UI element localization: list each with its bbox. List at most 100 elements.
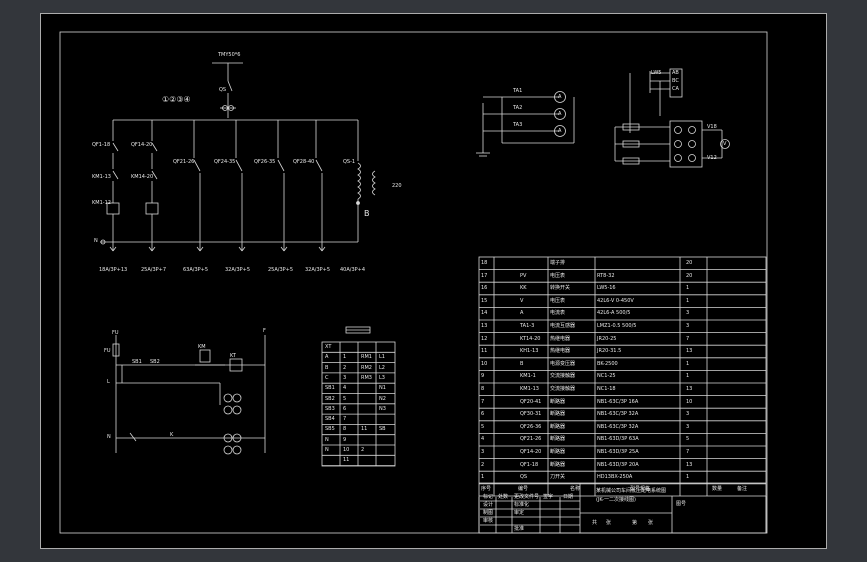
bom-cell-qty: 7	[686, 449, 690, 455]
terminal-cell: SB4	[325, 416, 335, 423]
bom-cell-model: JR20-25	[597, 335, 617, 342]
bom-cell-qty: 1	[686, 297, 690, 304]
tb-footer-4: 张	[648, 520, 654, 526]
bom-cell-model: 42L6-V 0-450V	[597, 297, 634, 304]
branch1-breaker: QF1-18	[92, 142, 111, 148]
bom-cell-qty: 3	[686, 423, 690, 430]
bom-cell-model: RT8-32	[597, 272, 615, 279]
outer-frame	[40, 13, 827, 549]
vm-sw-bc: BC	[672, 78, 679, 84]
bom-cell-model: JR20-31.5	[597, 348, 622, 355]
vm-source: LW5	[651, 70, 662, 76]
terminal-cell: RM3	[361, 374, 372, 381]
terminal-cell: 3	[343, 374, 347, 381]
bom-cell-model: HD13BX-250A	[597, 474, 633, 481]
bom-cell-name: 断路器	[550, 398, 566, 405]
terminal-cell: 10	[343, 447, 350, 453]
bom-header-no: 序号	[481, 486, 492, 492]
bom-cell-model: BK-2500	[597, 360, 618, 367]
bom-cell-qty: 5	[686, 436, 690, 443]
branch1-relay: KM1-13	[92, 174, 111, 180]
bom-cell-no: 8	[481, 386, 485, 392]
bom-cell-no: 7	[481, 398, 485, 405]
vm-meter: V	[723, 141, 727, 147]
bom-cell-name: 刀开关	[550, 474, 566, 481]
bom-cell-model: LMZ1-0.5 500/5	[597, 323, 637, 329]
bom-cell-code: QF14-20	[520, 449, 542, 455]
terminal-cell: 8	[343, 426, 347, 433]
control-sb2: SB2	[150, 359, 160, 365]
bom-cell-name: 电流互感器	[550, 323, 576, 329]
vm-sw-ab: AB	[672, 70, 679, 76]
control-top-f: F	[263, 328, 266, 334]
bom-cell-name: 断路器	[550, 436, 566, 443]
bom-cell-code: QF21-26	[520, 436, 542, 443]
vm-label-2: V12	[707, 155, 717, 161]
branch3-breaker: QF21-26	[173, 159, 195, 165]
terminal-cell: 2	[361, 447, 365, 453]
bom-cell-name: 电压表	[550, 272, 566, 279]
control-fu: FU	[104, 348, 111, 354]
terminal-cell: N2	[379, 395, 386, 402]
ammeter-a3: A	[558, 128, 562, 134]
terminal-cell: B	[325, 364, 329, 371]
tb-row-2: 制图	[483, 510, 494, 516]
bom-cell-name: 断路器	[550, 411, 566, 418]
bom-cell-no: 18	[481, 260, 488, 266]
tb-footer-2: 张	[606, 520, 612, 526]
tb-row-3: 审核	[483, 518, 494, 524]
tb-col2-1: 标准化	[514, 502, 530, 508]
tb-label-2: 处数	[498, 494, 509, 500]
branch4-output: 32A/3P+5	[225, 267, 251, 273]
bom-cell-no: 6	[481, 411, 485, 418]
bom-cell-model: NB1-63D/3P 20A	[597, 461, 639, 468]
bom-cell-qty: 3	[686, 310, 690, 317]
bom-cell-code: QF30-31	[520, 411, 542, 418]
bom-cell-model: NB1-63C/3P 32A	[597, 411, 639, 418]
bom-cell-name: 电源变压器	[550, 360, 576, 367]
bom-cell-no: 16	[481, 285, 488, 292]
terminal-cell: 11	[343, 457, 350, 464]
sheet-number: 图号	[676, 501, 687, 507]
tb-col2-3: 批准	[514, 526, 525, 532]
drawing-subtitle: (JK-一二次接线图)	[596, 497, 636, 503]
branch1-output: 18A/3P+13	[99, 267, 128, 273]
schematic	[40, 13, 827, 549]
bom-cell-name: 断路器	[550, 449, 566, 455]
bom-cell-no: 17	[481, 272, 488, 279]
bom-cell-name: 断路器	[550, 461, 566, 468]
bom-cell-qty: 20	[686, 260, 693, 266]
circle-markers: ①②③④	[162, 95, 191, 104]
ammeter-a1: A	[558, 94, 562, 100]
terminal-cell: N3	[379, 405, 386, 412]
titleblock-frame	[478, 483, 767, 533]
bom-cell-no: 14	[481, 310, 488, 317]
tb-row-1: 设计	[483, 502, 494, 508]
branch5-breaker: QF26-35	[254, 159, 276, 165]
tb-label-3: 更改文件号	[514, 494, 540, 500]
terminal-cell: SB1	[325, 385, 335, 392]
bom-cell-model: NB1-63D/3P 63A	[597, 436, 639, 443]
bom-cell-no: 4	[481, 436, 485, 443]
bom-cell-no: 10	[481, 360, 488, 367]
branch5-output: 25A/3P+5	[268, 267, 294, 273]
branch6-output: 32A/3P+5	[305, 267, 331, 273]
bom-cell-qty: 20	[686, 272, 693, 279]
bom-cell-qty: 7	[686, 335, 690, 342]
terminal-cell: L2	[379, 364, 385, 371]
bom-cell-no: 15	[481, 297, 488, 304]
ta1-label: TA1	[513, 88, 523, 94]
busbar-label: TMY50*6	[218, 52, 241, 58]
bom-cell-qty: 13	[686, 386, 693, 392]
control-circuit	[112, 335, 266, 455]
bom-cell-code: KM1-1	[520, 373, 536, 380]
tb-label-4: 签字	[543, 494, 554, 500]
bom-row-lines	[479, 269, 766, 485]
bom-cell-code: PV	[520, 272, 527, 279]
transformer-label: B	[364, 209, 370, 218]
transformer-input: QS-1	[343, 159, 356, 165]
bom-header-note: 备注	[737, 486, 748, 492]
bom-cell-code: QF20-41	[520, 398, 542, 405]
bom-cell-name: 交流接触器	[550, 386, 576, 392]
terminal-row-lines	[322, 351, 395, 467]
